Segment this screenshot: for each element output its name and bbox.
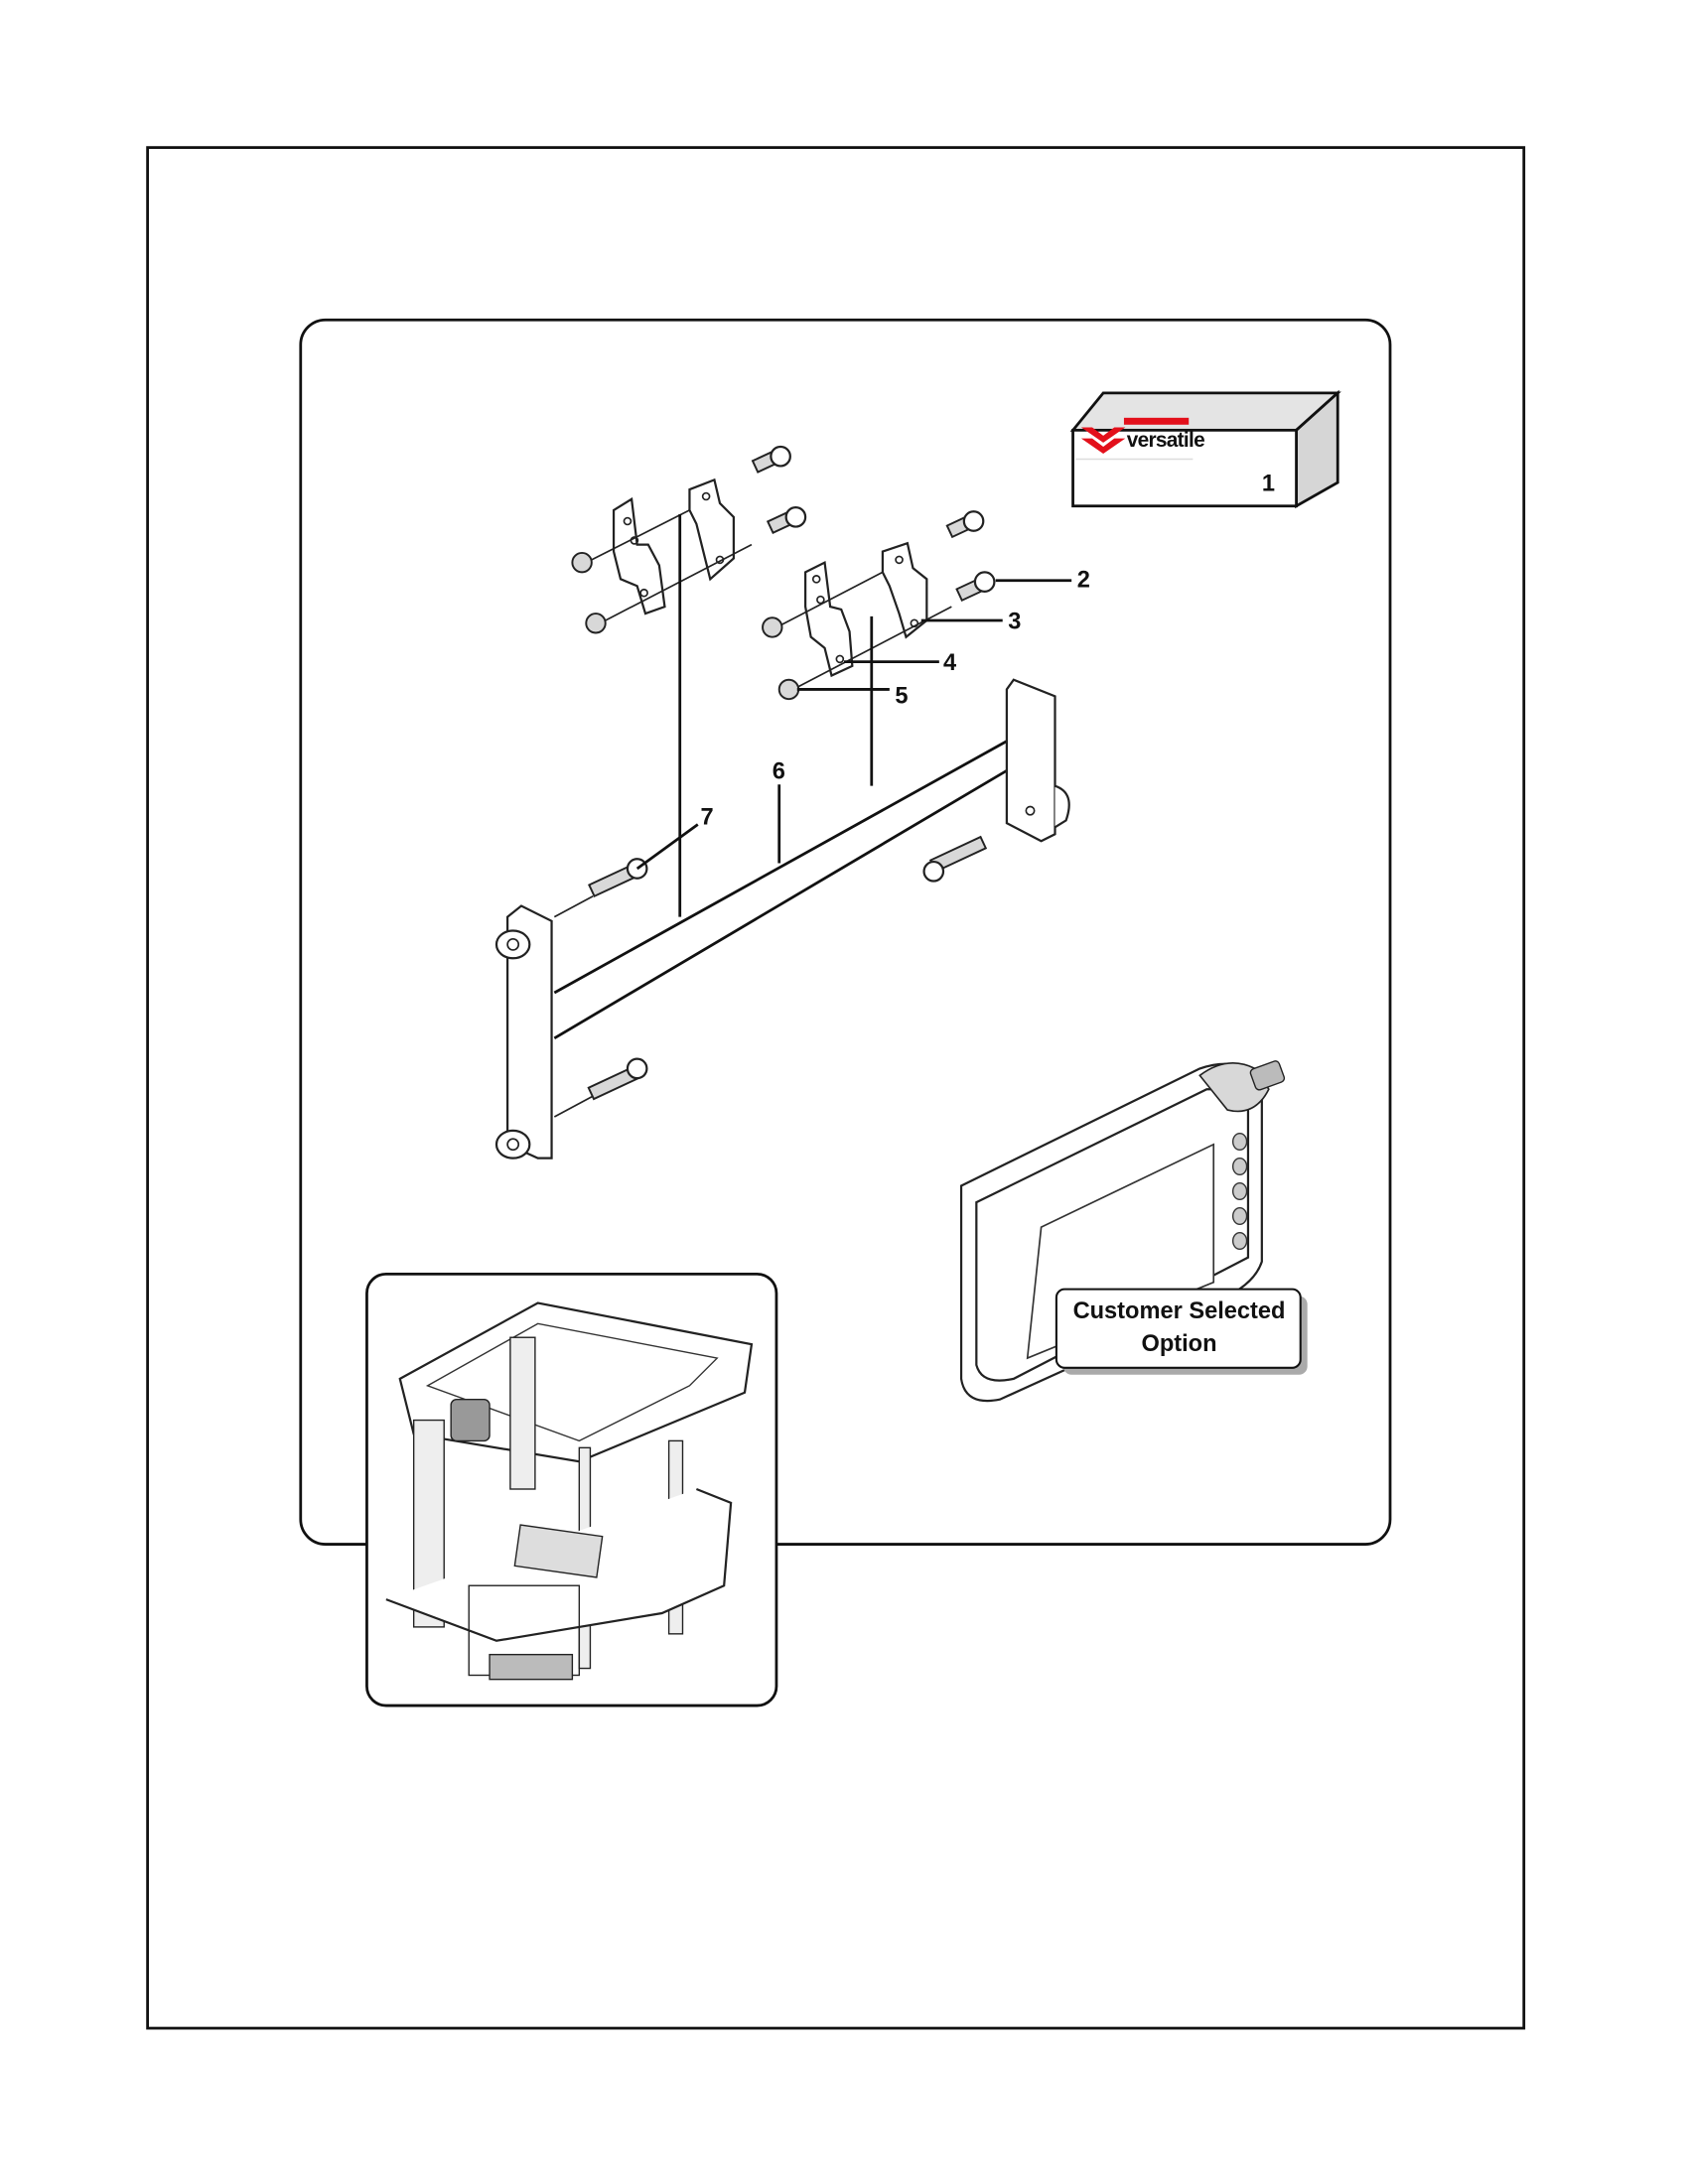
callout-label: 5 [895, 683, 908, 709]
customer-option-label: Customer Selected Option [1055, 1288, 1308, 1375]
option-label-line2: Option [1141, 1331, 1216, 1357]
callout-5: 5 [796, 683, 909, 709]
callout-label: 2 [1077, 568, 1090, 594]
callout-6: 6 [773, 759, 785, 864]
callout-label: 6 [773, 759, 785, 785]
clamp-set-upper [571, 445, 807, 634]
brand-text: versatile [1127, 429, 1204, 452]
kit-box: versatile 1 [1069, 389, 1341, 509]
callout-label: 3 [1008, 609, 1021, 634]
callout-label: 4 [943, 650, 956, 676]
mounting-frame [494, 514, 1070, 1160]
item-number: 1 [1262, 471, 1275, 496]
callout-3: 3 [920, 609, 1021, 634]
versatile-logo: versatile [1075, 417, 1205, 461]
callout-label: 7 [701, 805, 714, 831]
display-monitor [959, 1060, 1286, 1403]
callout-7: 7 [635, 805, 714, 871]
option-label-line1: Customer Selected [1073, 1298, 1286, 1324]
callout-2: 2 [995, 568, 1090, 594]
callout-4: 4 [844, 650, 956, 676]
cab-inset [365, 1272, 778, 1707]
page-border [146, 146, 1526, 2030]
clamp-set-lower [762, 510, 996, 701]
